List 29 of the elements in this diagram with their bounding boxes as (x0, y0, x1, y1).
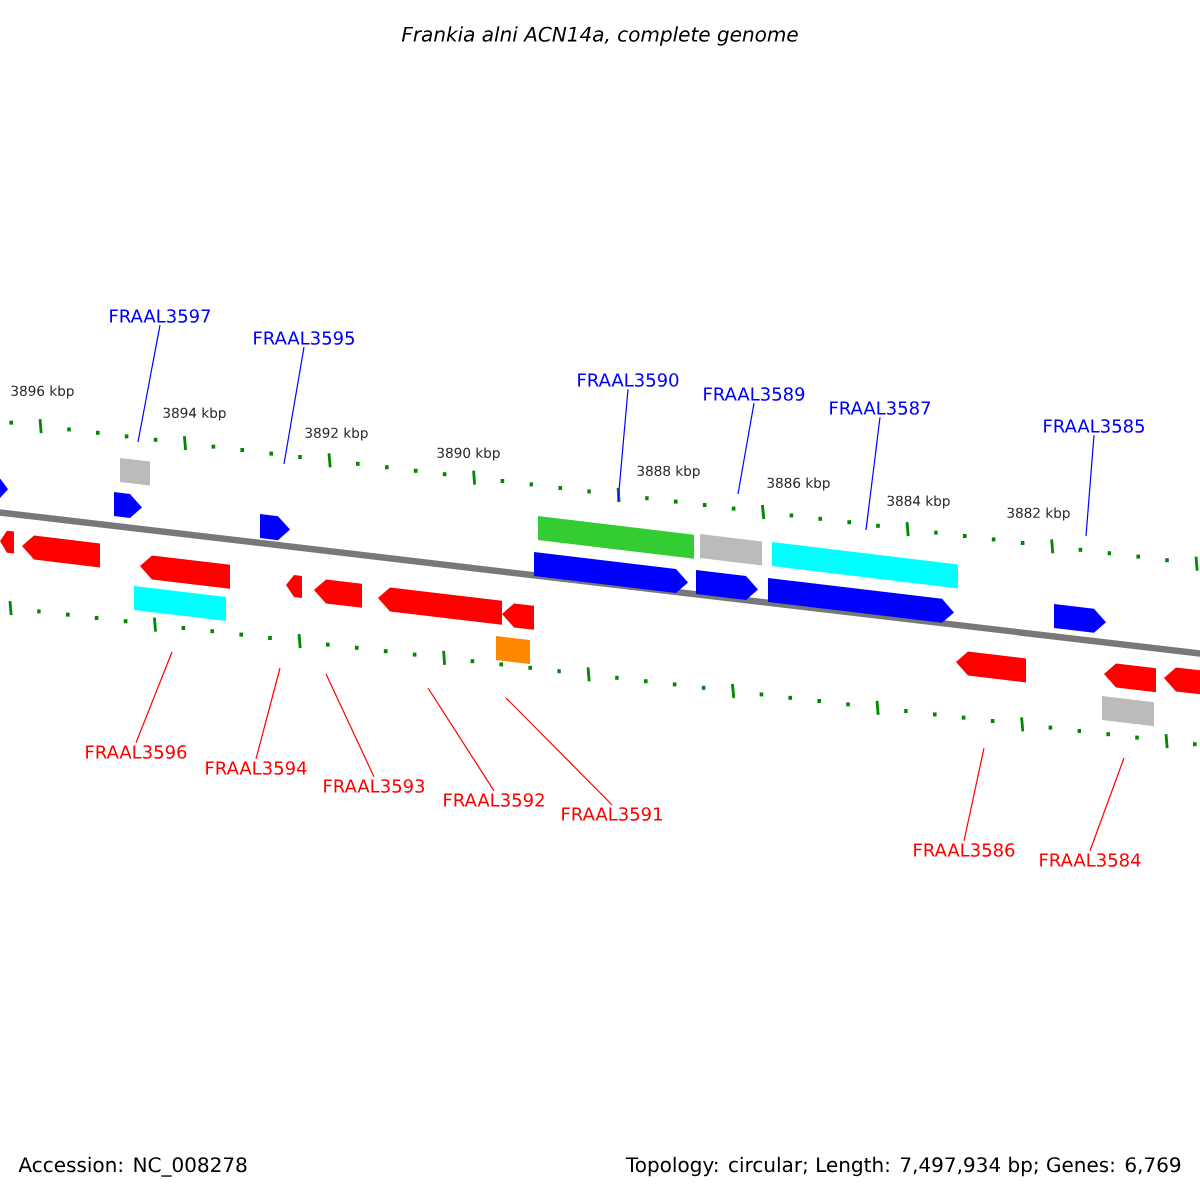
leader-line (737, 402, 755, 495)
footer-text: Accession: NC_008278 (18, 1156, 247, 1177)
leader-line (865, 416, 881, 531)
gene-label: FRAAL3594 (206, 761, 307, 775)
leader-line (1085, 434, 1095, 537)
title: Frankia alni ACN14a, complete genome (401, 26, 798, 46)
gene-label: FRAAL3589 (704, 387, 805, 401)
leader-line (505, 697, 613, 806)
leader-line (963, 747, 985, 842)
leader-line (135, 651, 173, 744)
leader-line (137, 324, 161, 443)
gene-label: FRAAL3593 (324, 779, 425, 793)
gene-label: FRAAL3590 (578, 373, 679, 387)
leader-line (617, 388, 629, 503)
gene-label: FRAAL3597 (110, 309, 210, 323)
gene-label: FRAAL3595 (254, 331, 354, 345)
leader-line (255, 667, 281, 760)
leader-line (1089, 757, 1125, 852)
gene-label: FRAAL3586 (914, 843, 1015, 857)
gene-label: FRAAL3592 (444, 793, 544, 807)
gene-label: FRAAL3585 (1044, 419, 1144, 433)
footer-text: Topology: circular; Length: 7,497,934 bp; Genes: 6,769 (625, 1156, 1181, 1177)
leader-line (427, 687, 495, 792)
gene-label: FRAAL3587 (830, 401, 930, 415)
leader-line (325, 673, 375, 778)
gene-label: FRAAL3591 (562, 807, 662, 821)
gene-label: FRAAL3584 (1040, 853, 1141, 867)
leader-line (283, 346, 305, 465)
gene-label: FRAAL3596 (86, 745, 187, 759)
